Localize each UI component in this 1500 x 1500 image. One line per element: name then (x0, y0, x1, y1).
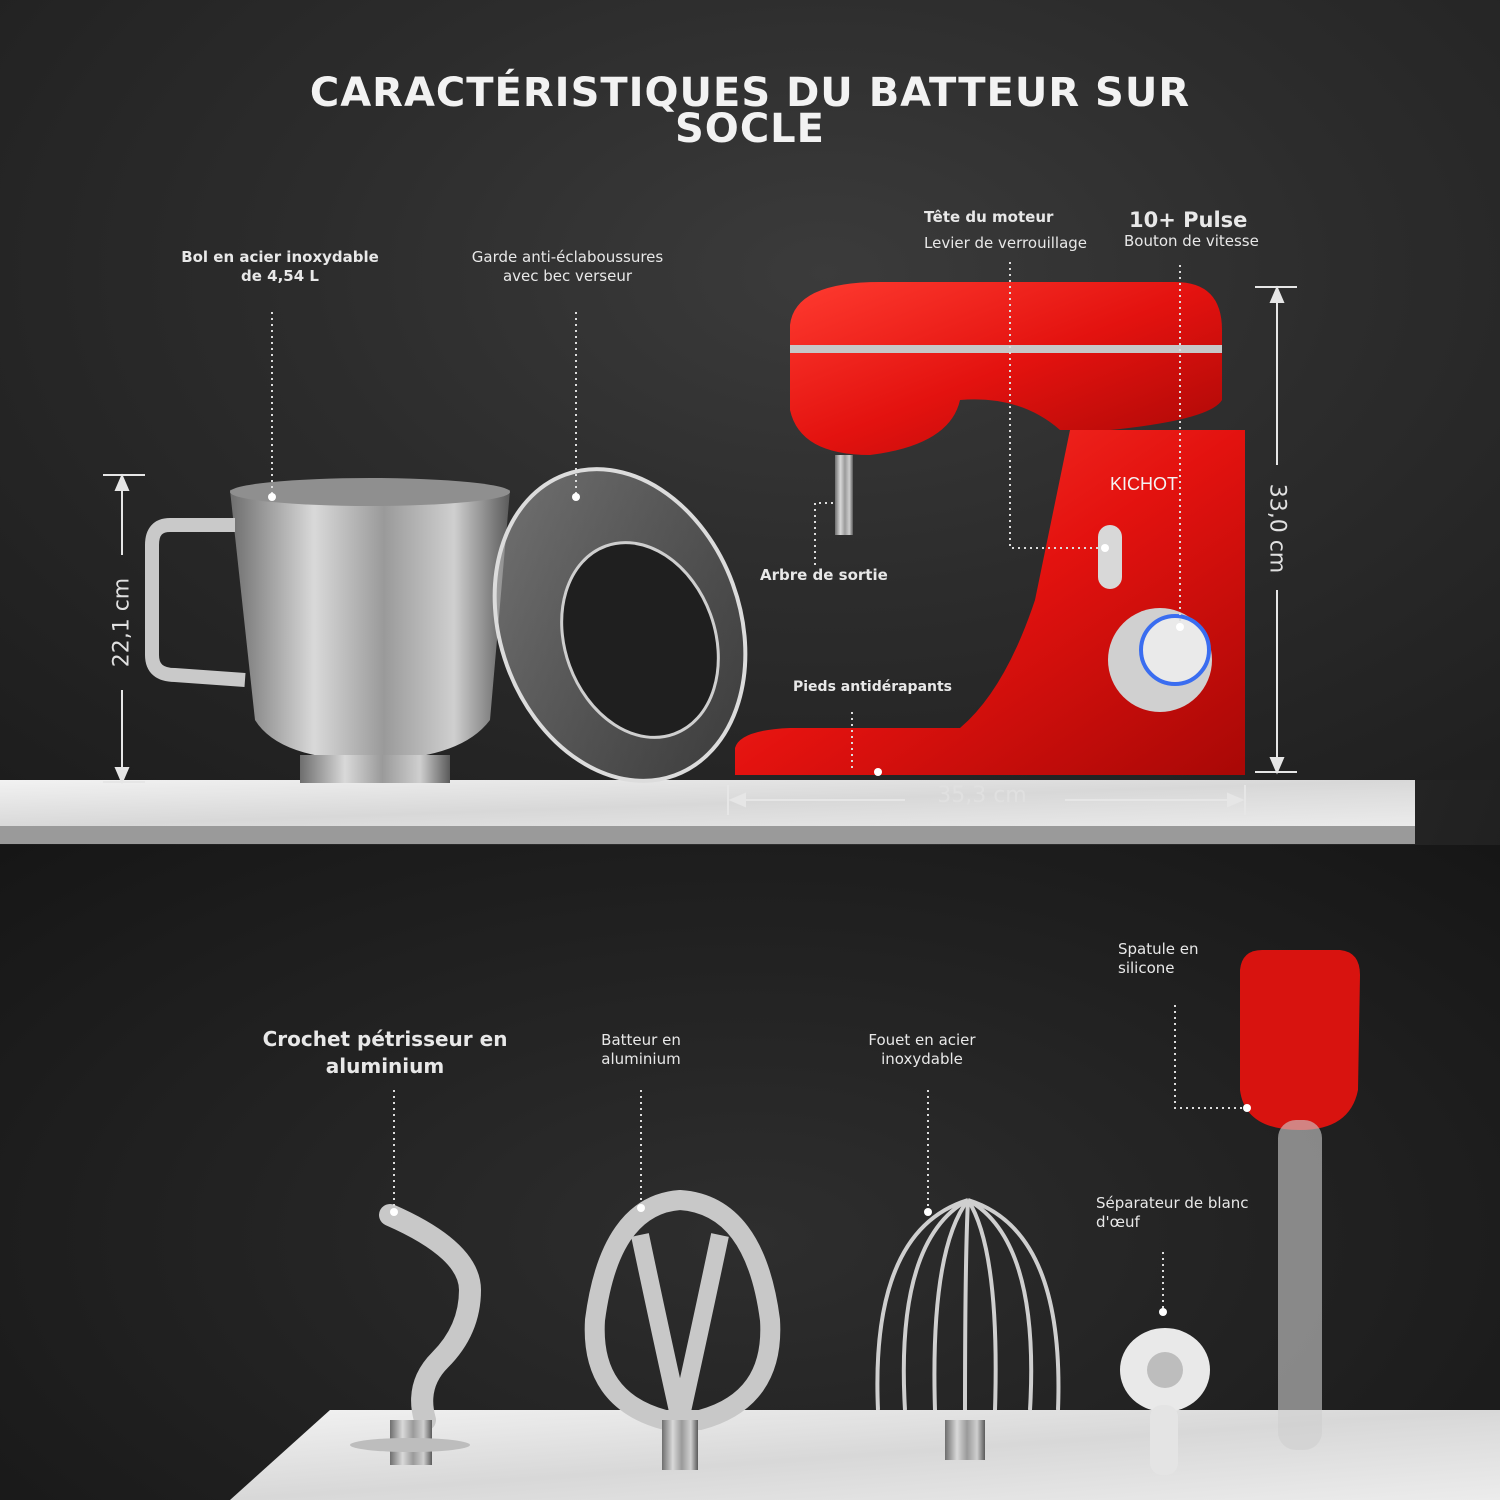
label-feet: Pieds antidérapants (793, 679, 953, 695)
dimension-mixer-width: 35,3 cm (937, 783, 1027, 808)
label-egg-separator: Séparateur de blanc d'œuf (1096, 1194, 1249, 1231)
page-title-line2: SOCLE (675, 106, 825, 152)
label-lock-lever: Levier de verrouillage (924, 234, 1088, 252)
leader-lines (271, 262, 1245, 1310)
page-title-line1: CARACTÉRISTIQUES DU BATTEUR SUR (309, 70, 1191, 116)
label-output-shaft: Arbre de sortie (760, 566, 888, 584)
silicone-spatula (1240, 950, 1360, 1450)
dimension-lines (103, 285, 1297, 815)
label-splash-guard: Garde anti-éclaboussures avec bec verseu… (471, 248, 664, 285)
dough-hook (350, 1204, 482, 1465)
flat-beater (584, 1189, 781, 1470)
leader-dots (268, 493, 1251, 1316)
dimension-bowl-height: 22,1 cm (109, 577, 135, 668)
label-spatula: Spatule en silicone (1118, 940, 1199, 977)
stainless-bowl (145, 478, 510, 783)
label-speed-knob: Bouton de vitesse (1124, 232, 1259, 250)
stand-mixer (735, 282, 1245, 775)
lower-shelf (230, 1410, 1500, 1500)
whisk (875, 1198, 1061, 1460)
brand-logo: KICHOT (1110, 474, 1178, 494)
label-motor-head: Tête du moteur (924, 208, 1054, 226)
upper-shelf (0, 780, 1415, 844)
label-pulse: 10+ Pulse (1129, 208, 1248, 232)
splash-guard (492, 467, 748, 783)
egg-separator (1120, 1328, 1210, 1475)
dimension-mixer-height: 33,0 cm (1264, 483, 1290, 574)
label-dough-hook: Crochet pétrisseur en aluminium (262, 1027, 508, 1078)
label-bowl: Bol en acier inoxydable de 4,54 L (181, 248, 379, 285)
label-whisk: Fouet en acier inoxydable (868, 1031, 976, 1068)
label-beater: Batteur en aluminium (601, 1031, 681, 1068)
